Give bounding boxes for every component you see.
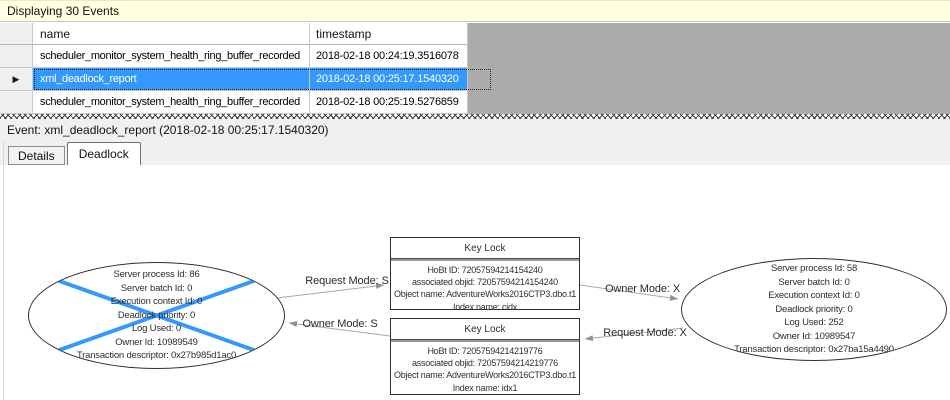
resource-attr: HoBt ID: 72057594214154240 [427, 265, 543, 275]
event-info-bar: Event: xml_deadlock_report (2018-02-18 0… [0, 119, 950, 140]
resource-separator [391, 340, 579, 342]
process-attr: Log Used: 0 [131, 323, 181, 335]
event-row-3[interactable]: scheduler_monitor_system_health_ring_buf… [0, 91, 950, 114]
deadlock-edges-layer [276, 282, 684, 342]
grid-pane-splitter[interactable] [0, 114, 950, 119]
events-count-label: Displaying 30 Events [7, 4, 120, 18]
resource-attr: Index name: idx1 [452, 382, 518, 393]
process-attr: Server batch Id: 0 [120, 282, 193, 294]
tab-deadlock[interactable]: Deadlock [66, 142, 141, 165]
grid-header-row: name timestamp [0, 23, 950, 45]
resource-attr: Object name: AdventureWorks2016CTP3.dbo.… [394, 370, 576, 381]
resource-attr: Index name: cidx [452, 301, 518, 312]
edge-label-owner-mode-s: Owner Mode: S [302, 318, 378, 330]
resource-title: Key Lock [391, 319, 579, 340]
resource-separator [391, 259, 579, 261]
event-timestamp-cell: 2018-02-18 00:25:17.1540320 [310, 68, 468, 91]
process-attr: Log Used: 252 [784, 317, 844, 329]
process-attr: Server batch Id: 0 [778, 276, 850, 288]
edge-request-s [276, 282, 385, 299]
edge-label-request-mode-s: Request Mode: S [305, 275, 389, 287]
process-node-victim: Server process Id: 86 Server batch Id: 0… [28, 262, 285, 369]
process-attr: Owner Id: 10989549 [115, 336, 198, 348]
event-timestamp-cell: 2018-02-18 00:24:19.3516078 [310, 45, 468, 68]
events-grid: name timestamp scheduler_monitor_system_… [0, 23, 950, 114]
detail-tabstrip: Details Deadlock [0, 140, 950, 165]
events-count-header: Displaying 30 Events [0, 0, 950, 22]
resource-node-keylock-top: Key Lock HoBt ID: 72057594214154240 asso… [390, 237, 580, 312]
edge-label-owner-mode-x: Owner Mode: X [604, 283, 681, 295]
resource-attr: associated objid: 72057594214154240 [412, 277, 558, 288]
current-row-indicator-icon: ▶ [12, 73, 20, 84]
edge-owner-s [288, 321, 391, 337]
edge-label-request-mode-x: Request Mode: X [603, 327, 687, 339]
process-attr: Server process Id: 58 [770, 263, 858, 275]
event-row-1[interactable]: scheduler_monitor_system_health_ring_buf… [0, 45, 950, 68]
process-attr: Transaction descriptor: 0x27b985d1ac0 [76, 350, 237, 362]
tab-details[interactable]: Details [8, 146, 65, 165]
process-attr: Execution context Id: 0 [110, 296, 203, 308]
edge-request-x [584, 327, 684, 342]
resource-attr: HoBt ID: 72057594214219776 [427, 346, 543, 356]
row-gutter [0, 45, 33, 68]
process-node: Server process Id: 58 Server batch Id: 0… [681, 258, 947, 361]
resource-node-keylock-bottom: Key Lock HoBt ID: 72057594214219776 asso… [390, 318, 580, 395]
column-header-name[interactable]: name [33, 23, 310, 45]
grid-header-filler [468, 23, 950, 45]
process-attr: Deadlock priority: 0 [117, 309, 196, 321]
process-attr: Deadlock priority: 0 [775, 303, 853, 315]
edge-owner-x [579, 284, 679, 301]
pane-left-edge [3, 140, 4, 400]
process-attr: Server process Id: 86 [113, 269, 200, 281]
resource-attr: associated objid: 72057594214219776 [412, 358, 558, 369]
event-info-label: Event: xml_deadlock_report (2018-02-18 0… [7, 122, 329, 137]
event-name-cell: xml_deadlock_report [33, 68, 310, 91]
row-gutter [0, 91, 33, 114]
resource-title: Key Lock [391, 238, 579, 259]
event-name-cell: scheduler_monitor_system_health_ring_buf… [33, 91, 310, 114]
event-timestamp-cell: 2018-02-18 00:25:19.5276859 [310, 91, 468, 114]
process-attr: Execution context Id: 0 [768, 290, 860, 302]
grid-gutter-header [0, 23, 33, 45]
process-attr: Transaction descriptor: 0x27ba15a4490 [734, 344, 894, 356]
victim-cross-icon [35, 270, 278, 361]
resource-attr: Object name: AdventureWorks2016CTP3.dbo.… [394, 289, 576, 300]
process-attr: Owner Id: 10989547 [772, 330, 856, 342]
event-name-cell: scheduler_monitor_system_health_ring_buf… [33, 45, 310, 68]
row-gutter: ▶ [0, 68, 33, 91]
column-header-timestamp[interactable]: timestamp [310, 23, 468, 45]
event-row-2-selected[interactable]: ▶ xml_deadlock_report 2018-02-18 00:25:1… [0, 68, 950, 91]
deadlock-graph-panel: Request Mode: S Owner Mode: S Owner Mode… [0, 165, 950, 400]
